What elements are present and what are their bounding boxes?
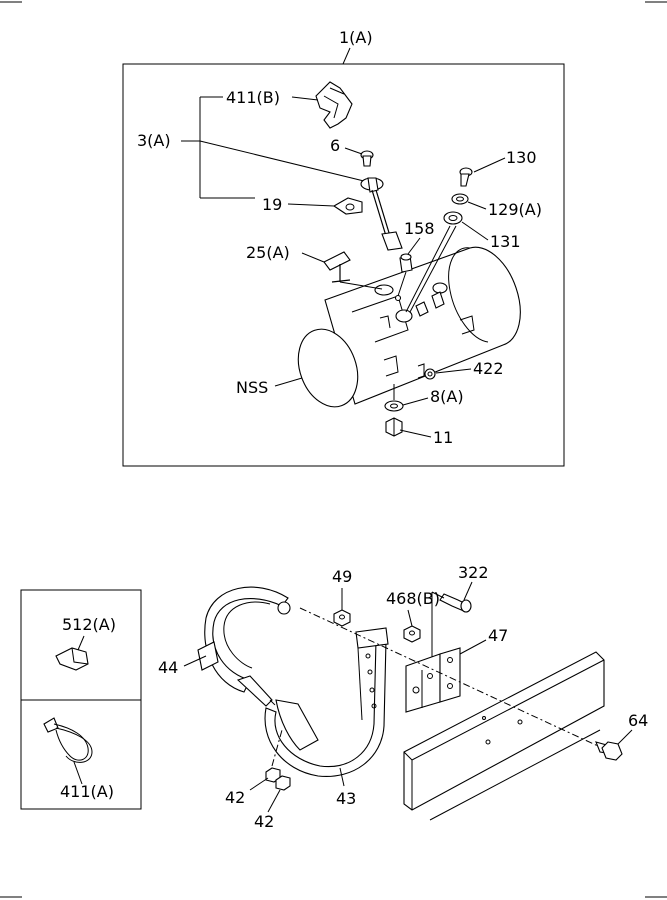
label-44: 44 bbox=[158, 658, 178, 677]
label-129a: 129(A) bbox=[488, 200, 542, 219]
label-nss: NSS bbox=[236, 378, 268, 397]
label-8a: 8(A) bbox=[430, 387, 464, 406]
bolt-130 bbox=[459, 167, 473, 187]
label-422: 422 bbox=[473, 359, 504, 378]
gasket-19 bbox=[332, 197, 363, 215]
label-6: 6 bbox=[330, 136, 340, 155]
nut-468b bbox=[403, 625, 421, 643]
cable-tie-411a bbox=[43, 717, 93, 763]
fuel-tank bbox=[297, 246, 521, 408]
label-130: 130 bbox=[506, 148, 537, 167]
label-11: 11 bbox=[433, 428, 453, 447]
frame-rail bbox=[403, 651, 605, 821]
bolt-64 bbox=[595, 741, 623, 761]
strap-43 bbox=[264, 627, 389, 778]
label-19: 19 bbox=[262, 195, 282, 214]
label-322: 322 bbox=[458, 563, 489, 582]
label-47: 47 bbox=[488, 626, 508, 645]
label-1a: 1(A) bbox=[339, 28, 373, 47]
label-43: 43 bbox=[336, 789, 356, 808]
nut-42-lower bbox=[275, 775, 291, 791]
label-158: 158 bbox=[404, 219, 435, 238]
bracket-47 bbox=[405, 647, 461, 713]
clip-512a bbox=[55, 647, 89, 671]
label-131: 131 bbox=[490, 232, 521, 251]
plug-158 bbox=[399, 253, 413, 273]
strap-44 bbox=[197, 586, 291, 707]
clamp-411b bbox=[315, 81, 353, 129]
label-411b: 411(B) bbox=[226, 88, 280, 107]
clip-25a bbox=[323, 251, 351, 283]
nut-49 bbox=[333, 609, 351, 627]
label-3a: 3(A) bbox=[137, 131, 171, 150]
label-42-a: 42 bbox=[225, 788, 245, 807]
washer-131 bbox=[443, 211, 463, 225]
screw-6 bbox=[360, 150, 374, 167]
label-512a: 512(A) bbox=[62, 615, 116, 634]
label-25a: 25(A) bbox=[246, 243, 290, 262]
bolt-322 bbox=[439, 593, 472, 613]
nut-129a bbox=[451, 193, 469, 205]
bolt-11 bbox=[385, 417, 403, 437]
label-49: 49 bbox=[332, 567, 352, 586]
fuel-sender-unit bbox=[360, 177, 403, 251]
label-42-b: 42 bbox=[254, 812, 274, 831]
drain-plug-422 bbox=[417, 363, 436, 380]
label-64: 64 bbox=[628, 711, 648, 730]
label-411a: 411(A) bbox=[60, 782, 114, 801]
label-468b: 468(B) bbox=[386, 589, 440, 608]
washer-8a bbox=[384, 400, 404, 412]
